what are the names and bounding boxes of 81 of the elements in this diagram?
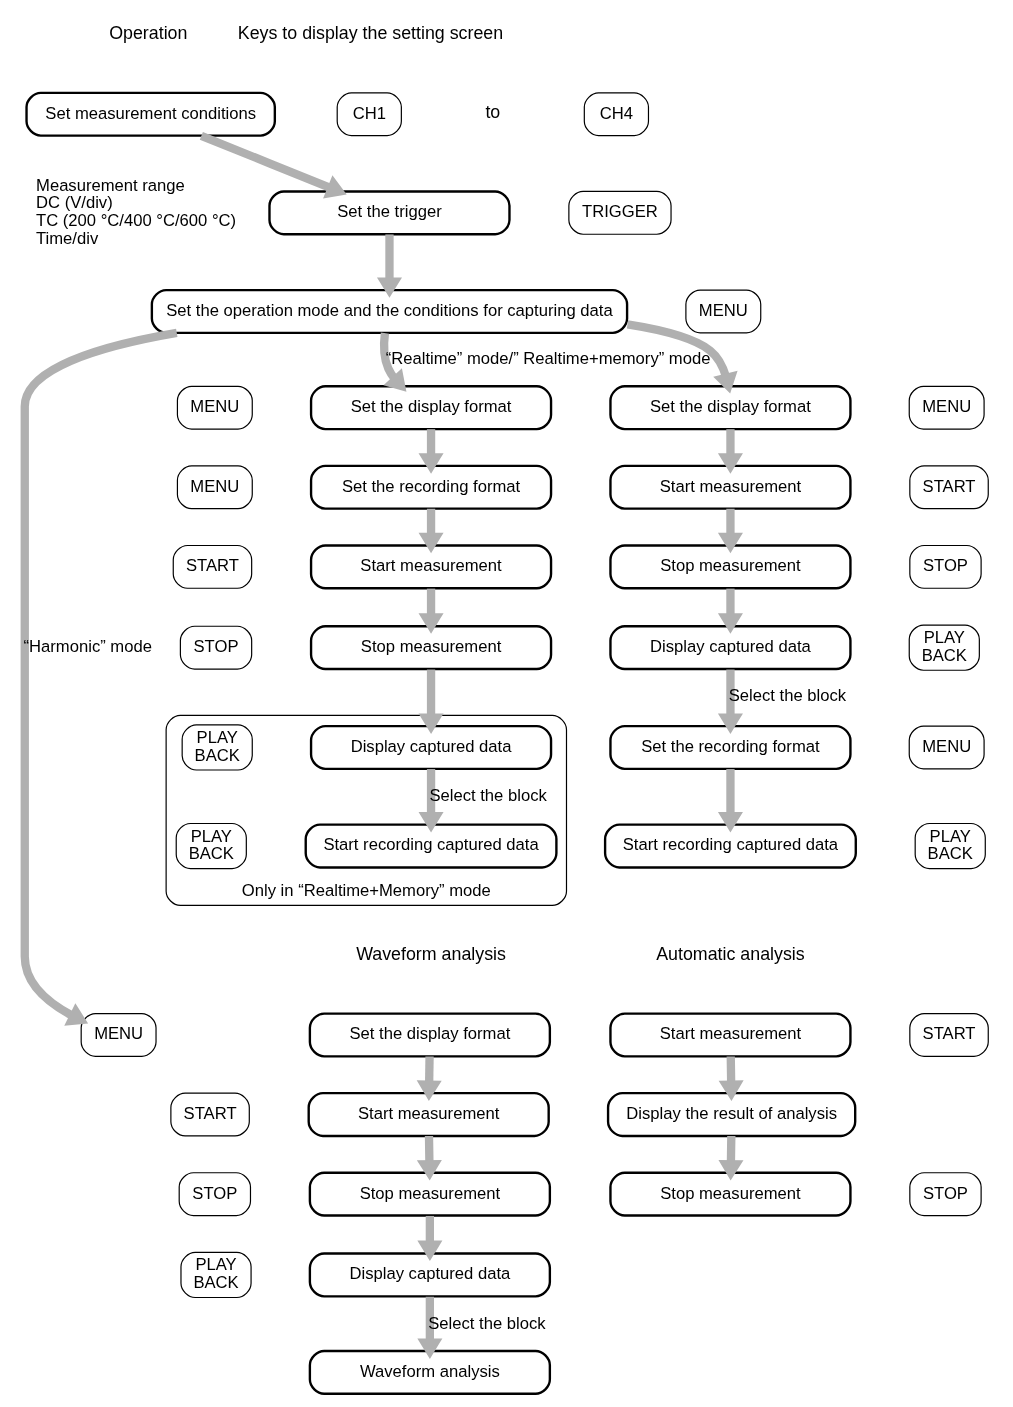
label: to	[485, 102, 501, 123]
node-box: Set the display format	[609, 385, 852, 431]
node-box: PLAY BACK	[908, 624, 980, 671]
node-box: Stop measurement	[308, 1171, 552, 1217]
node-box: Stop measurement	[609, 544, 852, 590]
arrow	[418, 429, 444, 474]
node-box: STOP	[179, 625, 253, 670]
arrow	[718, 1135, 744, 1181]
arrow	[417, 1296, 443, 1359]
arrow	[417, 1215, 443, 1261]
node-box: TRIGGER	[568, 190, 672, 235]
node-box: START	[172, 544, 253, 589]
node-box: Start measurement	[609, 464, 852, 510]
node-box: CH4	[583, 92, 650, 137]
node-box: PLAY BACK	[914, 822, 986, 870]
arrow	[416, 1135, 442, 1181]
node-box: START	[170, 1092, 250, 1137]
node-box: STOP	[909, 1172, 982, 1217]
node-label: Measurement range	[36, 175, 185, 195]
node-label: Time/div	[36, 228, 99, 248]
node-box: PLAY BACK	[175, 822, 247, 870]
label: Keys to display the setting screen	[237, 22, 504, 43]
arrow	[199, 131, 347, 199]
arrow	[376, 234, 402, 298]
node-box: MENU	[685, 289, 762, 334]
node-label: TC (200 °C/400 °C/600 °C)	[36, 211, 237, 231]
node-box: Set the recording format	[309, 464, 553, 510]
node-label: DC (V/div)	[36, 193, 113, 213]
node-box: MENU	[908, 725, 985, 770]
edge-label: “Realtime” mode/” Realtime+memory” mode	[385, 348, 711, 368]
arrow	[379, 332, 407, 392]
node-box: Set the operation mode and the conditions for capturing data	[150, 288, 629, 334]
node-box: START	[909, 465, 989, 510]
node-box: Set the display format	[309, 385, 553, 431]
node-box: Set measurement conditions	[25, 91, 276, 137]
arrow	[418, 588, 444, 634]
arrow	[717, 669, 743, 734]
arrow	[717, 508, 743, 554]
node-box: Display the result of analysis	[606, 1092, 857, 1138]
node-box: Set the recording format	[609, 724, 852, 771]
node-box: MENU	[80, 1013, 157, 1057]
node-box: PLAY BACK	[180, 1251, 252, 1299]
node-box: STOP	[178, 1172, 252, 1217]
arrow	[718, 1056, 744, 1101]
node-box: Start recording captured data	[603, 823, 857, 869]
edge-label: Select the block	[728, 686, 847, 706]
node-box: MENU	[176, 465, 253, 510]
arrow	[626, 320, 738, 394]
arrow	[418, 669, 444, 734]
node-box: PLAY BACK	[181, 724, 253, 771]
label: Automatic analysis	[656, 943, 805, 964]
edge-label: “Harmonic” mode	[23, 637, 152, 657]
edge-label: Select the block	[429, 786, 547, 806]
node-label: Only in “Realtime+Memory” mode	[241, 881, 491, 901]
node-box: Stop measurement	[609, 1171, 852, 1217]
arrow	[418, 769, 444, 833]
node-box: Start recording captured data	[304, 823, 558, 869]
arrow	[717, 588, 743, 634]
node-box: Set the display format	[308, 1012, 552, 1058]
node-box: Waveform analysis	[308, 1349, 552, 1395]
node-box: Start measurement	[609, 1012, 852, 1058]
arrow	[418, 508, 444, 554]
node-box: Start measurement	[307, 1092, 550, 1138]
arrow	[717, 429, 743, 474]
node-box: Display captured data	[309, 724, 553, 771]
node-box: START	[909, 1013, 989, 1057]
label: Waveform analysis	[356, 943, 506, 964]
edge-label: Select the block	[428, 1313, 546, 1333]
node-box: MENU	[176, 385, 253, 430]
arrow	[717, 769, 743, 833]
arrow	[20, 328, 178, 1026]
node-box: Display captured data	[609, 625, 852, 671]
node-box: MENU	[908, 385, 985, 430]
node-box: Start measurement	[309, 544, 553, 590]
label: Operation	[109, 22, 188, 43]
node-box: STOP	[909, 544, 982, 589]
node-box: Set the trigger	[268, 190, 511, 236]
node-box: Display captured data	[308, 1252, 552, 1298]
node-box: Stop measurement	[309, 625, 553, 671]
node-box: CH1	[336, 92, 402, 137]
arrow	[416, 1056, 442, 1101]
